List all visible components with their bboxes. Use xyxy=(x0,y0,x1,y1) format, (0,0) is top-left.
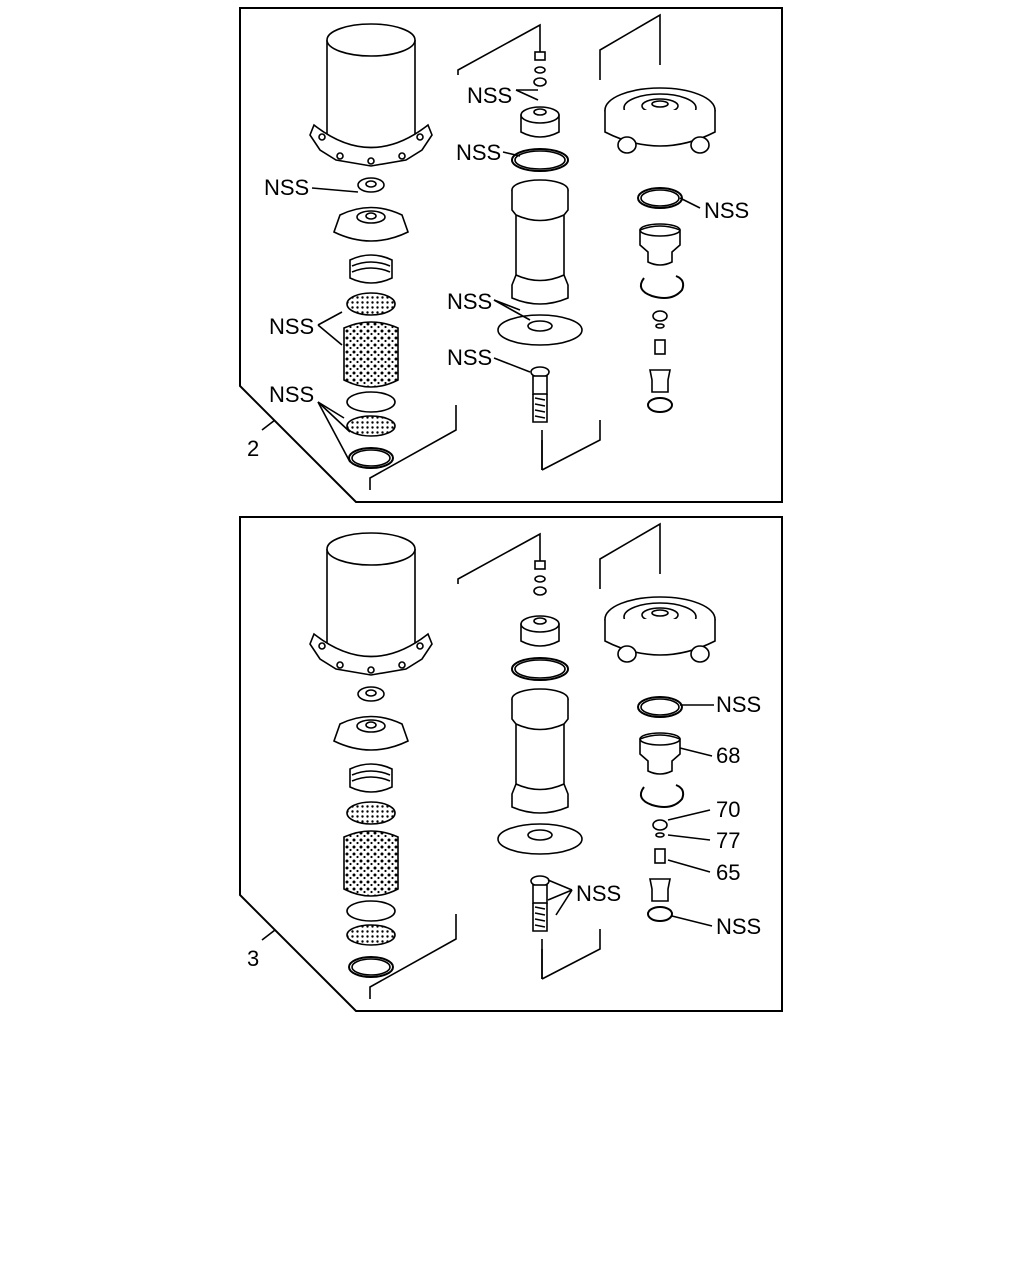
label-nss-mid-seals: NSS xyxy=(447,289,492,314)
label-part-70: 70 xyxy=(716,797,740,822)
leader-lines xyxy=(261,704,714,941)
panel-3: NSS 68 70 77 65 NSS NSS 3 xyxy=(239,516,783,1012)
panel-callout-3: 3 xyxy=(247,946,259,971)
panel-frame xyxy=(239,516,783,1012)
label-nss-lower-seal: NSS xyxy=(447,345,492,370)
label-nss-bottom-clip: NSS xyxy=(716,914,761,939)
label-nss-cap: NSS xyxy=(264,175,309,200)
label-nss-valve-seals: NSS xyxy=(576,881,621,906)
panel-frame xyxy=(239,7,783,503)
panel-2: NSS NSS NSS NSS NSS NSS NSS NSS 2 xyxy=(239,7,783,503)
label-nss-oring-center: NSS xyxy=(456,140,501,165)
label-nss-filters: NSS xyxy=(269,314,314,339)
label-part-65: 65 xyxy=(716,860,740,885)
leader-lines xyxy=(261,89,701,463)
label-nss-top-center: NSS xyxy=(467,83,512,108)
label-part-77: 77 xyxy=(716,828,740,853)
label-nss-seals: NSS xyxy=(269,382,314,407)
label-part-68: 68 xyxy=(716,743,740,768)
panel-callout-2: 2 xyxy=(247,436,259,461)
label-nss-right-oring: NSS xyxy=(704,198,749,223)
label-nss-right-oring: NSS xyxy=(716,692,761,717)
